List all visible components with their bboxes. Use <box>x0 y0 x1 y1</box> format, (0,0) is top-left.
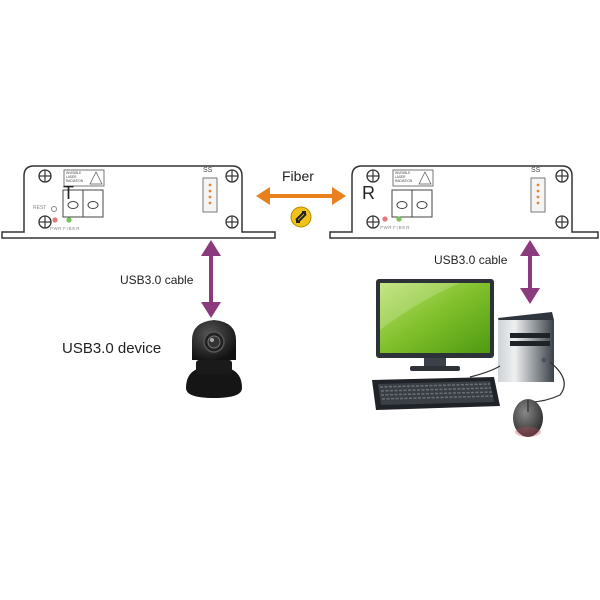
laser-warning-label <box>63 169 105 187</box>
fiber-port <box>62 189 104 218</box>
screw-icon <box>38 169 52 183</box>
mouse-image <box>513 399 543 437</box>
screw-icon <box>555 169 569 183</box>
monitor-image <box>376 279 494 371</box>
usb3-superspeed-symbol: SS <box>203 167 213 174</box>
right-usb-cable-arrow <box>520 240 540 304</box>
fiber-link-arrow <box>256 187 346 205</box>
receiver-unit <box>329 165 599 239</box>
warning-line: RADIATION <box>395 179 413 183</box>
fiber-badge-icon <box>290 206 312 228</box>
warning-line: LASER <box>66 175 77 179</box>
transmitter-unit <box>1 165 276 239</box>
keyboard-image <box>372 377 500 410</box>
laser-warning-icon <box>89 171 103 185</box>
fiber-label: Fiber <box>282 168 314 184</box>
screw-icon <box>225 215 239 229</box>
pwr-led <box>52 217 58 223</box>
laser-warning-text: INVISIBLE LASER RADIATION <box>395 171 412 183</box>
transmitter-letter: T <box>63 183 74 203</box>
pwr-led <box>382 216 388 222</box>
fiber-port <box>391 189 433 218</box>
usb3-port <box>202 177 218 213</box>
reset-label: REST <box>33 205 47 211</box>
laser-warning-icon <box>418 171 432 185</box>
warning-line: INVISIBLE <box>395 171 411 175</box>
screw-icon <box>366 169 380 183</box>
warning-line: LASER <box>395 175 406 179</box>
warning-line: RADIATION <box>66 179 84 183</box>
pc-tower-image <box>498 312 554 382</box>
usb-device-label: USB3.0 device <box>62 340 162 357</box>
screw-icon <box>555 215 569 229</box>
usb-camera-image <box>186 320 242 398</box>
fiber-led-label: FIBER <box>63 226 81 231</box>
pwr-led-label: PWR <box>50 226 62 231</box>
fiber-led <box>66 217 72 223</box>
pwr-led-label: PWR <box>380 225 392 230</box>
laser-warning-label <box>392 169 434 187</box>
fiber-led-label: FIBER <box>393 225 411 230</box>
mouse-cable <box>529 361 565 403</box>
right-usb-cable-label: USB3.0 cable <box>434 253 508 267</box>
left-usb-cable-label: USB3.0 cable <box>120 273 194 287</box>
usb3-port <box>530 177 546 213</box>
warning-line: INVISIBLE <box>66 171 82 175</box>
keyboard-cable <box>469 365 501 378</box>
left-usb-cable-arrow <box>201 240 221 318</box>
receiver-letter: R <box>362 183 375 203</box>
reset-button[interactable] <box>51 206 57 212</box>
usb3-superspeed-symbol: SS <box>531 167 541 174</box>
fiber-led <box>396 216 402 222</box>
screw-icon <box>225 169 239 183</box>
screw-icon <box>366 215 380 229</box>
laser-warning-text: INVISIBLE LASER RADIATION <box>66 171 83 183</box>
